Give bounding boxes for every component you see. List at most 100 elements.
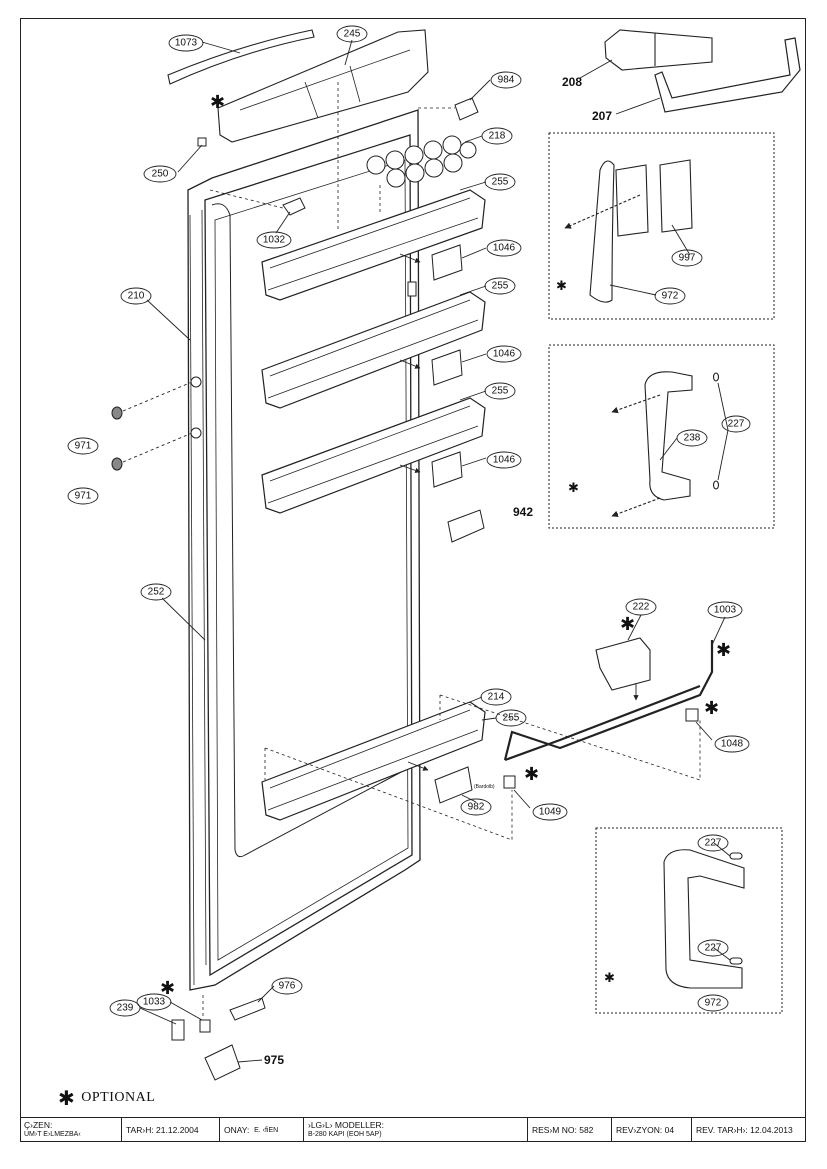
label-222: 222	[633, 602, 650, 613]
optional-markers: ✱ ✱ ✱ ✱ ✱ ✱ ✱ ✱ ✱	[160, 92, 731, 999]
label-255: 255	[492, 386, 509, 397]
svg-text:✱: ✱	[568, 481, 579, 496]
wire-1003	[503, 640, 714, 762]
label-255: 255	[492, 281, 509, 292]
cizen-value: UM›T E›LMEZBA‹	[24, 1131, 81, 1138]
door-strip-1073	[167, 29, 315, 85]
resim-no-text: RES›M NO: 582	[532, 1125, 594, 1135]
label-250: 250	[152, 169, 169, 180]
svg-text:✱: ✱	[604, 971, 615, 986]
clip-250	[197, 137, 207, 147]
svg-text:✱: ✱	[160, 978, 175, 999]
label-982-note: (Bardolb)	[474, 784, 495, 790]
label-252: 252	[148, 587, 165, 598]
plain-labels: 208 207 942 975	[264, 75, 612, 1067]
svg-text:✱: ✱	[524, 764, 539, 785]
option-box-handle-3	[595, 827, 783, 1014]
label-982: 982	[468, 802, 485, 813]
label-227: 227	[705, 838, 722, 849]
footer-tarih: TAR›H: 21.12.2004	[122, 1118, 220, 1142]
label-1033: 1033	[143, 997, 166, 1008]
drawing-frame	[20, 18, 806, 1142]
label-207: 207	[592, 109, 612, 123]
label-218: 218	[489, 131, 506, 142]
label-1046: 1046	[493, 349, 516, 360]
label-1032: 1032	[263, 235, 286, 246]
label-210: 210	[128, 291, 145, 302]
bottle-rack-207	[654, 37, 801, 113]
label-227: 227	[728, 419, 745, 430]
callouts	[67, 25, 751, 1063]
cizen-label: Ç›ZEN:	[24, 1120, 53, 1130]
label-984: 984	[498, 75, 515, 86]
door-shelf-1	[261, 189, 486, 301]
cover-982	[434, 766, 473, 804]
footer-onay: ONAY: E. ‹fiEN	[220, 1118, 304, 1142]
arrows	[399, 253, 639, 771]
option-box-handle-1	[548, 132, 775, 320]
svg-text:✱: ✱	[210, 92, 225, 113]
door-shelf-3	[261, 397, 486, 514]
hinge-parts-bottom	[171, 997, 266, 1081]
footer-cizen: Ç›ZEN: UM›T E›LMEZBA‹	[20, 1118, 122, 1142]
label-208: 208	[562, 75, 582, 89]
label-975: 975	[264, 1053, 284, 1067]
svg-text:✱: ✱	[704, 698, 719, 719]
svg-text:✱: ✱	[556, 279, 567, 294]
handle-972-227	[663, 849, 745, 989]
optional-text: OPTIONAL	[81, 1090, 156, 1105]
modeller-label: ›LG›L› MODELLER:	[308, 1120, 385, 1130]
label-1046: 1046	[493, 243, 516, 254]
label-1048: 1048	[721, 739, 744, 750]
egg-tray-218	[366, 135, 477, 188]
label-245: 245	[344, 29, 361, 40]
cover-222	[595, 637, 651, 691]
dashed-leaders	[202, 82, 701, 1018]
label-1049: 1049	[539, 807, 562, 818]
trim-942	[447, 509, 485, 543]
onay-label: ONAY:	[224, 1125, 250, 1135]
revizyon-text: REV›ZYON: 04	[616, 1125, 675, 1135]
rev-tarihi-text: REV. TAR›H›: 12.04.2013	[696, 1125, 793, 1135]
handle-238	[611, 371, 720, 518]
option-box-handle-2	[548, 344, 775, 529]
footer-modeller: ›LG›L› MODELLER: B-280 KAPI (EOH 5AP)	[304, 1118, 528, 1142]
footer-resim-no: RES›M NO: 582	[528, 1118, 612, 1142]
callout-texts: 1073 245 984 218 250 255 1032 1046 255 2…	[75, 29, 745, 1014]
label-255: 255	[492, 177, 509, 188]
svg-text:✱: ✱	[716, 640, 731, 661]
label-972: 972	[662, 291, 679, 302]
top-cover-245	[217, 29, 429, 143]
onay-value: E. ‹fiEN	[254, 1126, 279, 1134]
label-942: 942	[513, 505, 533, 519]
modeller-value: B-280 KAPI (EOH 5AP)	[308, 1131, 382, 1138]
handle-972-997	[564, 159, 693, 303]
label-227: 227	[705, 943, 722, 954]
label-972: 972	[705, 998, 722, 1009]
footer-rev-tarihi: REV. TAR›H›: 12.04.2013	[692, 1118, 806, 1142]
label-971: 971	[75, 441, 92, 452]
label-239: 239	[117, 1003, 134, 1014]
shelf-cover-208	[604, 29, 713, 71]
plug-leader-lines	[122, 381, 193, 463]
label-238: 238	[684, 433, 701, 444]
optional-legend: ✱ OPTIONAL	[58, 1086, 155, 1110]
bits-1048-1049	[503, 708, 699, 789]
plugs-971	[111, 406, 123, 471]
label-997: 997	[679, 253, 696, 264]
shelf-clips-1046	[407, 244, 463, 488]
hinge-holes	[190, 376, 202, 439]
label-214: 214	[488, 692, 505, 703]
bracket-1032	[282, 197, 306, 216]
label-1046: 1046	[493, 455, 516, 466]
footer-revizyon: REV›ZYON: 04	[612, 1118, 692, 1142]
tarih-text: TAR›H: 21.12.2004	[126, 1125, 199, 1135]
label-971: 971	[75, 491, 92, 502]
asterisk-icon: ✱	[58, 1086, 76, 1110]
label-1073: 1073	[175, 38, 198, 49]
label-976: 976	[279, 981, 296, 992]
svg-text:✱: ✱	[620, 614, 635, 635]
end-cap-984	[454, 97, 479, 121]
title-block: Ç›ZEN: UM›T E›LMEZBA‹ TAR›H: 21.12.2004 …	[20, 1117, 806, 1142]
